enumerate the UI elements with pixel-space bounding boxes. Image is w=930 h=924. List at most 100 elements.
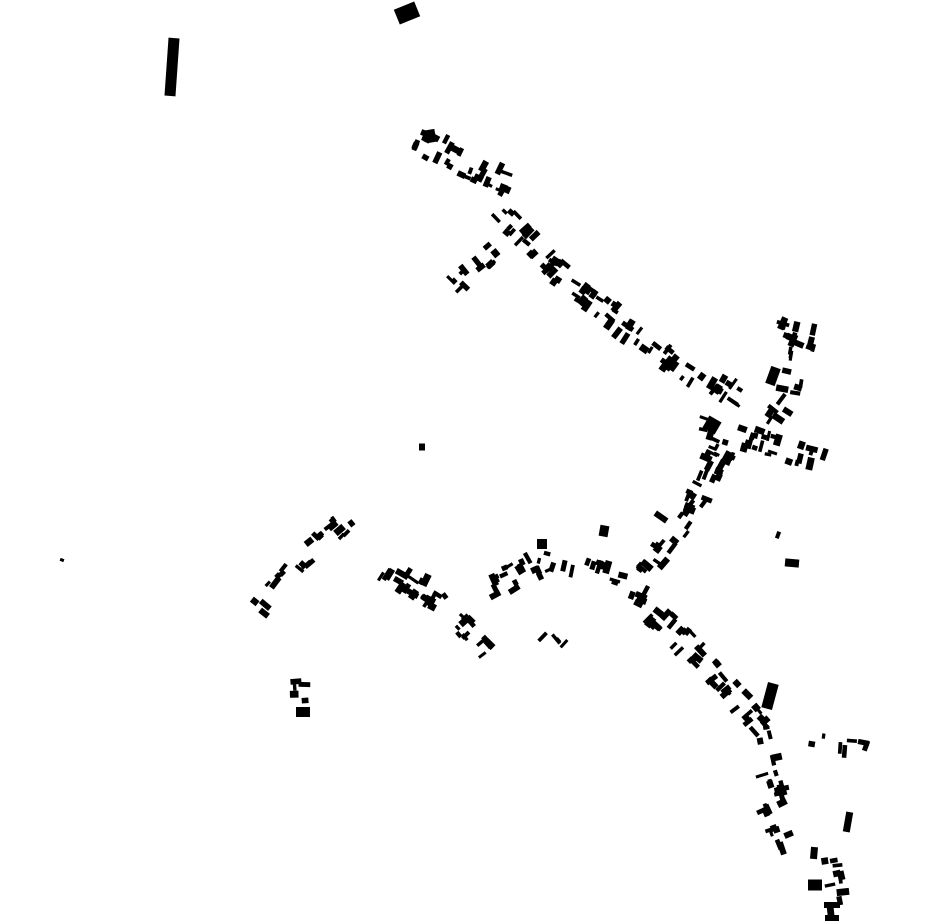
building [805,456,815,471]
building [394,583,406,595]
building [821,733,826,739]
building [298,560,308,569]
building [589,292,597,300]
building [411,139,421,152]
building [808,879,822,891]
building [703,459,714,472]
building [461,173,472,181]
building [482,241,492,251]
building [494,161,506,176]
building [765,430,772,442]
building [337,532,346,541]
building [698,497,709,509]
building [638,343,650,355]
building [292,684,297,691]
building [691,479,703,488]
building [682,529,690,539]
building [546,259,557,271]
building [507,583,521,595]
building [678,375,685,382]
building [455,630,463,639]
building [673,646,685,657]
building [550,255,564,268]
building [755,771,769,779]
building [783,829,794,839]
building [521,225,535,240]
building [775,392,787,406]
building [419,572,432,588]
building [537,539,547,549]
building [432,590,443,600]
building [627,590,636,600]
building [708,435,721,444]
building [278,569,287,578]
building [441,133,451,145]
building [458,263,470,277]
building [461,613,469,621]
building [499,571,509,579]
building [164,37,180,97]
building [809,323,818,336]
building [59,557,65,563]
building [829,857,838,864]
building [666,541,678,555]
building [789,390,801,396]
building [736,386,744,393]
building [548,561,557,573]
building [432,151,443,165]
building [506,223,514,231]
building [490,583,501,596]
building [698,427,708,433]
building [610,300,620,309]
building [836,887,850,897]
building [784,457,794,466]
building [742,439,750,453]
building [640,559,653,570]
building [274,572,282,580]
building [767,449,778,456]
building [298,681,311,688]
building [598,524,610,538]
building [688,491,698,501]
building [669,641,678,650]
building [537,631,548,643]
building [580,299,590,309]
building [477,167,488,180]
building [712,659,722,669]
building [705,376,719,391]
building [765,365,781,387]
building [609,577,621,584]
building [650,619,662,632]
building [659,608,673,622]
building [764,406,776,419]
building [729,704,741,714]
building [772,433,783,447]
building [758,440,765,453]
building [656,538,666,549]
buildings-layer [59,1,871,921]
building [497,188,505,197]
building [443,157,451,166]
building [315,530,325,540]
building [669,535,680,546]
building [772,769,779,777]
building [766,730,773,740]
building [809,846,819,860]
building [796,452,804,465]
building [417,577,425,586]
building [450,277,458,285]
building [652,606,665,618]
building [709,473,718,484]
building [841,744,848,758]
building [727,453,736,461]
building [482,176,492,188]
building [553,275,563,285]
building [756,713,769,726]
building [751,444,759,452]
building [718,391,728,404]
building [294,564,305,574]
building [702,415,722,435]
building [425,128,437,144]
building [741,709,754,720]
